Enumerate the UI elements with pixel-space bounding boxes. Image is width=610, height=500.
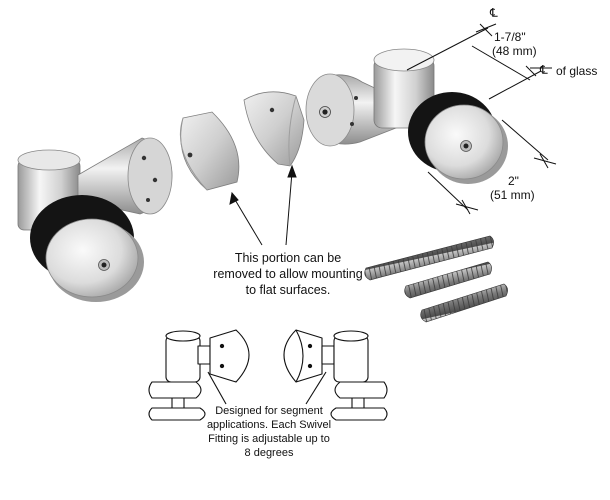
centerline-symbol-top: ℄ [490,6,498,20]
segment-note-line-4: 8 degrees [244,447,294,459]
threaded-rod-1 [364,235,494,281]
threaded-rod-2 [404,261,492,299]
removable-portion-line-1: This portion can be [234,251,342,265]
removable-wedge-left [179,111,240,191]
segment-note-line-3: Fitting is adjustable up to [208,433,330,445]
centerline-symbol-glass: ℄ [540,63,548,77]
drawing-left-fitting [148,329,250,421]
right-fitting-disc [424,104,508,184]
removable-wedge-right [243,91,305,167]
segment-note-line-2: applications. Each Swivel [206,419,332,431]
left-swivel-fitting [17,137,173,302]
right-swivel-fitting [305,48,508,184]
removable-portion-line-3: to flat surfaces. [245,283,331,297]
segment-note-line-1: Designed for segment [215,405,323,417]
removable-portion-arrows [229,164,297,246]
offset-dimension-imperial: 1-7/8" [494,30,526,44]
left-fitting-cone [77,137,173,215]
removable-portion-note: This portion can be removed to allow mou… [202,250,374,298]
drawing-right-fitting [283,329,388,421]
threaded-rod-3 [420,283,508,323]
removable-portion-line-2: removed to allow mounting [213,267,363,281]
segment-application-note: Designed for segment applications. Each … [196,404,342,460]
segment-leader-lines [207,371,327,405]
glass-label: of glass [556,64,598,78]
left-fitting-disc [45,218,144,302]
offset-dimension-metric: (48 mm) [492,44,537,58]
diameter-dimension-imperial: 2" [508,174,519,188]
segment-application-drawing [148,329,388,421]
dimension-lines [406,23,557,215]
diameter-dimension-metric: (51 mm) [490,188,535,202]
